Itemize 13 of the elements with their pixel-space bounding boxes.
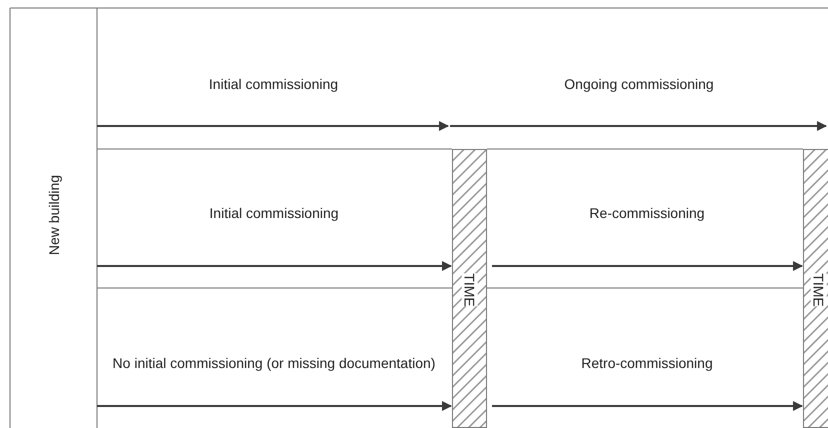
edge-label: Re-commissioning bbox=[588, 204, 706, 222]
time-label: TIME bbox=[462, 273, 478, 307]
arrow bbox=[492, 261, 803, 271]
edge-label: No initial commissioning (or missing documentation) bbox=[112, 354, 436, 372]
arrow bbox=[97, 401, 452, 411]
edge-label: Initial commissioning bbox=[208, 204, 340, 222]
phase-label: Initial commissioning bbox=[208, 75, 340, 93]
edge-label: Retro-commissioning bbox=[580, 354, 714, 372]
row-group-label: New building bbox=[46, 174, 62, 256]
time-label: TIME bbox=[810, 273, 826, 307]
phase-label: Ongoing commissioning bbox=[563, 75, 715, 93]
arrow bbox=[97, 261, 452, 271]
arrow bbox=[492, 401, 803, 411]
